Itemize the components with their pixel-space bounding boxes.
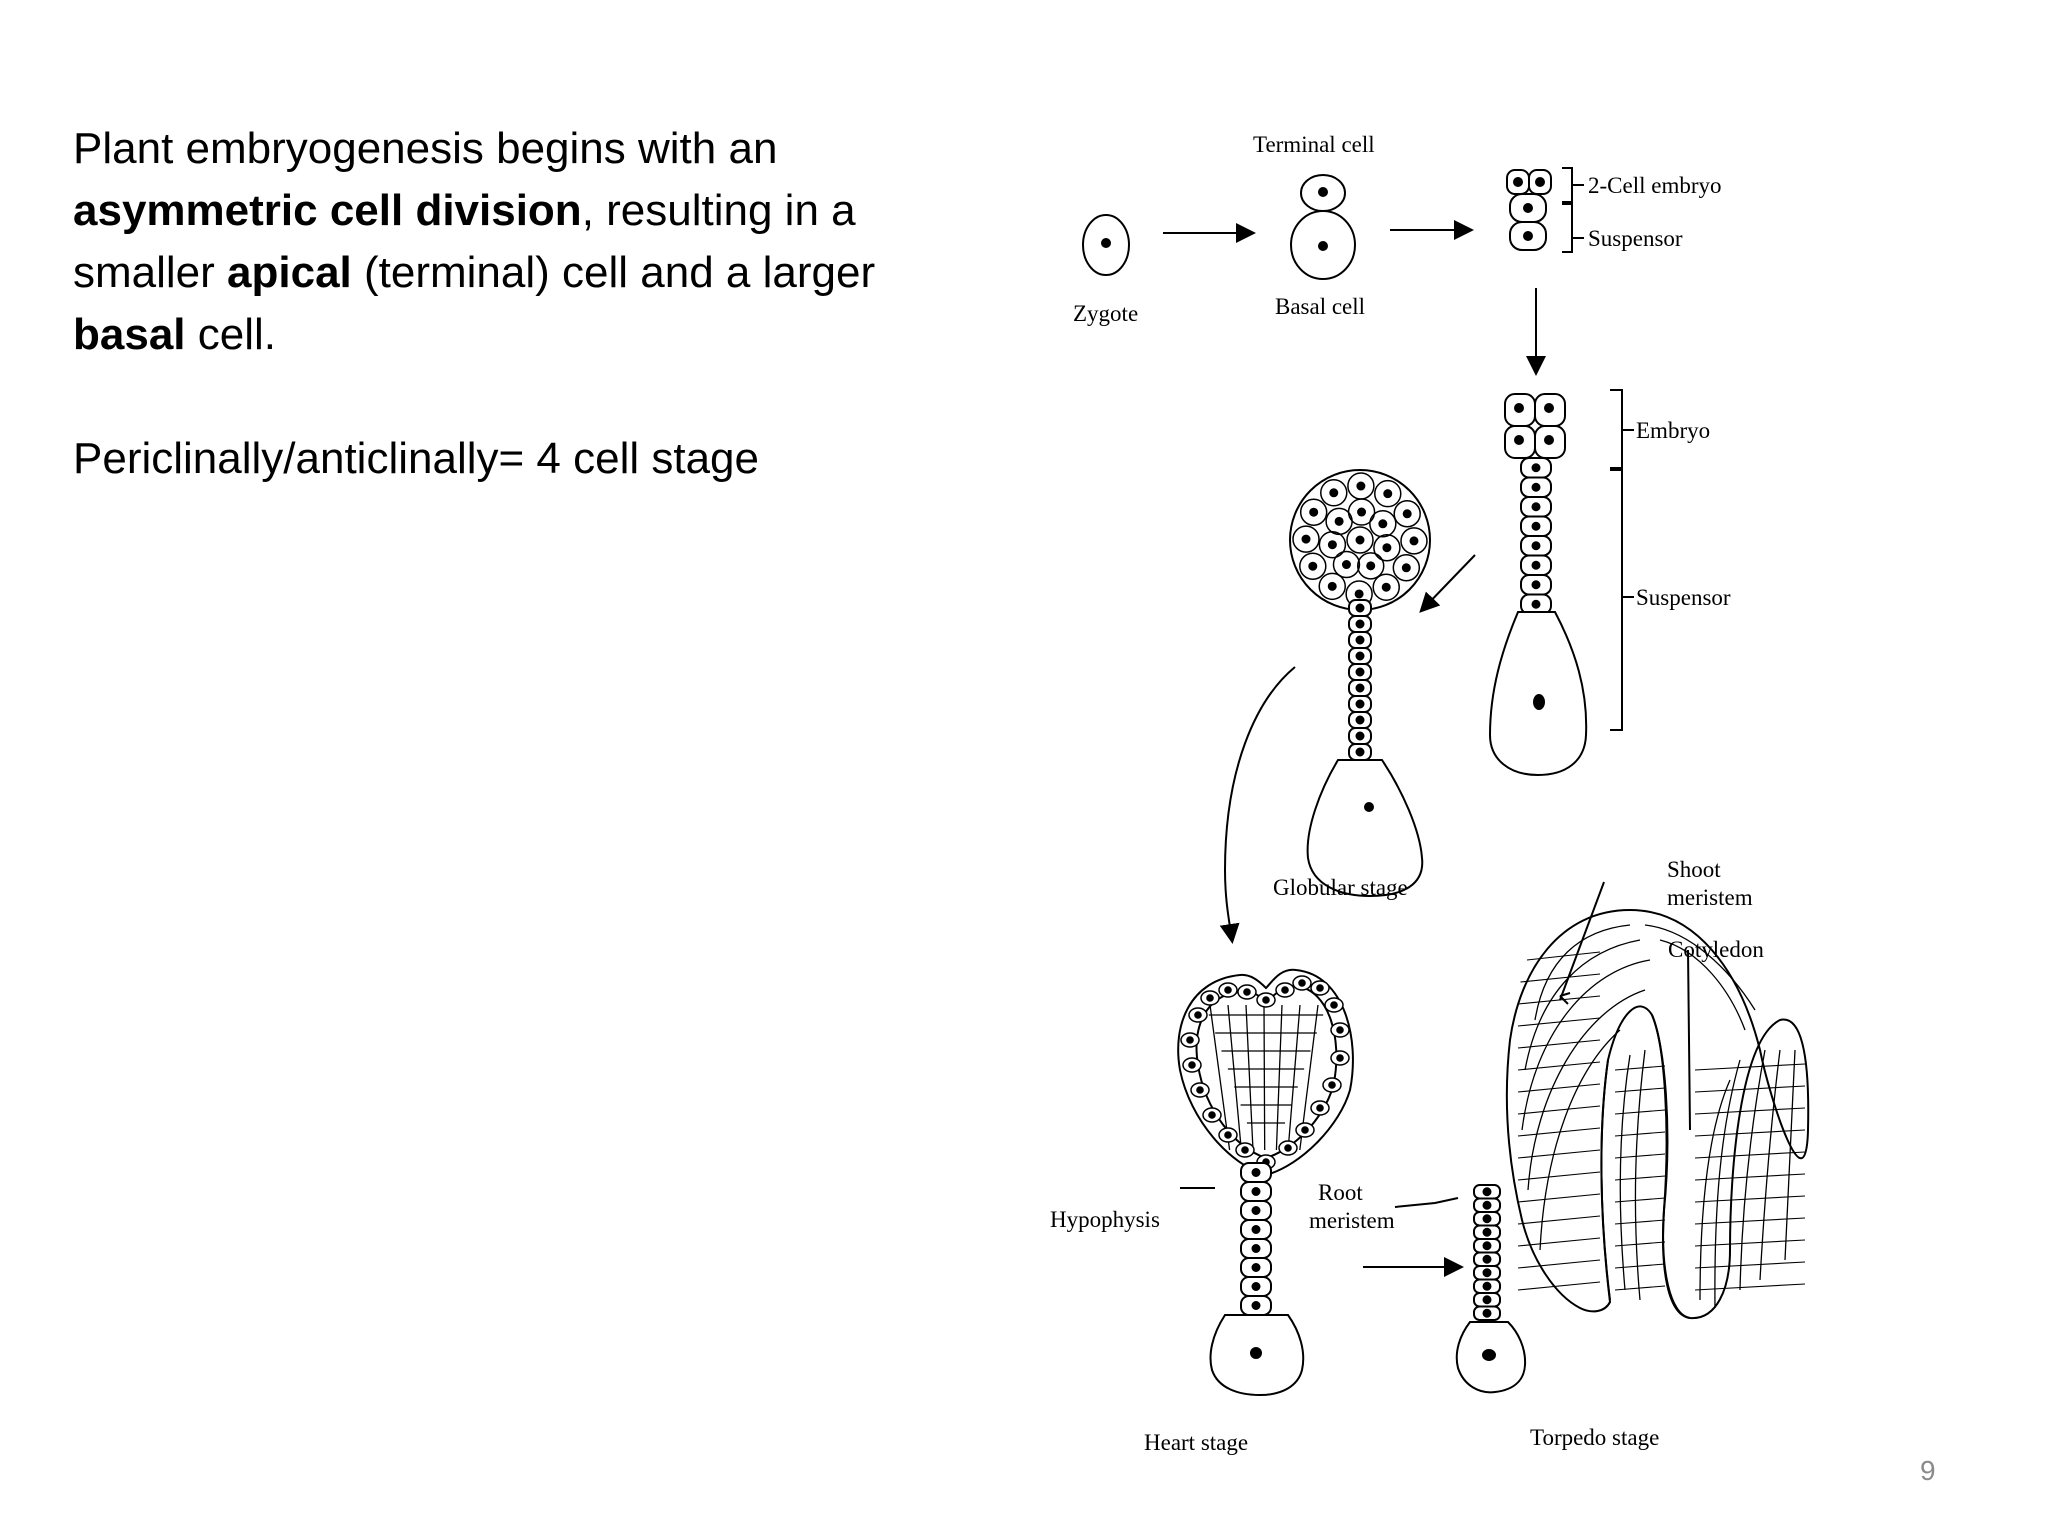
bold-term-apical: apical bbox=[227, 248, 352, 297]
paragraph-four-cell-stage: Periclinally/anticlinally= 4 cell stage bbox=[73, 434, 759, 483]
text-run: , resulting in a smaller bbox=[73, 186, 856, 297]
label-hypophysis: Hypophysis bbox=[1050, 1207, 1160, 1232]
label-torpedo-stage: Torpedo stage bbox=[1530, 1425, 1659, 1450]
globular-stage bbox=[1289, 469, 1431, 898]
heart-stage bbox=[1177, 968, 1354, 1397]
page-number: 9 bbox=[1920, 1455, 1936, 1486]
label-basal-cell: Basal cell bbox=[1275, 294, 1365, 319]
zygote-cell bbox=[1082, 214, 1130, 276]
text-run: Plant embryogenesis begins with an bbox=[73, 124, 778, 173]
label-shoot-meristem: meristem bbox=[1667, 885, 1753, 910]
arrow-to-globular bbox=[1419, 554, 1476, 613]
label-suspensor-early: Suspensor bbox=[1588, 226, 1683, 251]
label-terminal-cell: Terminal cell bbox=[1253, 132, 1375, 157]
four-cell-proembryo bbox=[1506, 167, 1584, 253]
label-globular-stage: Globular stage bbox=[1273, 875, 1408, 900]
two-cell-stage bbox=[1290, 174, 1356, 280]
diagram-labels: Zygote Terminal cell Basal cell 2-Cell e… bbox=[1050, 132, 1764, 1455]
label-cotyledon: Cotyledon bbox=[1668, 937, 1764, 962]
label-suspensor: Suspensor bbox=[1636, 585, 1731, 610]
bold-term-basal: basal bbox=[73, 310, 186, 359]
embryogenesis-diagram: Zygote Terminal cell Basal cell 2-Cell e… bbox=[1050, 132, 1810, 1455]
label-zygote: Zygote bbox=[1073, 301, 1138, 326]
torpedo-stage bbox=[1394, 881, 1810, 1394]
label-heart-stage: Heart stage bbox=[1144, 1430, 1248, 1455]
label-root: Root bbox=[1318, 1180, 1363, 1205]
octant-embryo bbox=[1488, 389, 1634, 777]
text-run: (terminal) cell and a larger bbox=[351, 248, 876, 297]
label-embryo: Embryo bbox=[1636, 418, 1710, 443]
arrow-to-heart bbox=[1219, 666, 1296, 944]
label-root-meristem: meristem bbox=[1309, 1208, 1395, 1233]
label-shoot: Shoot bbox=[1667, 857, 1721, 882]
paragraph-asymmetric-division: Plant embryogenesis begins with an asymm… bbox=[73, 118, 973, 366]
text-run: cell. bbox=[185, 310, 276, 359]
label-two-cell-embryo: 2-Cell embryo bbox=[1588, 173, 1722, 198]
slide-body-text: Plant embryogenesis begins with an asymm… bbox=[73, 118, 973, 490]
bold-term-asymmetric: asymmetric cell division bbox=[73, 186, 582, 235]
